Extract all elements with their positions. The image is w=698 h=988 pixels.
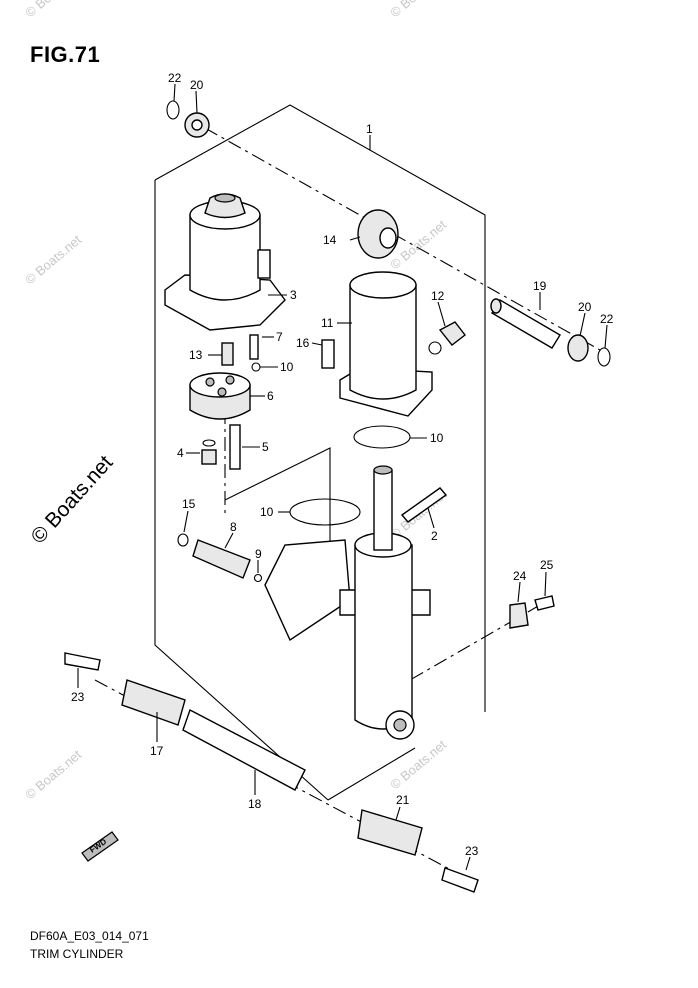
watermark: © Boats.net bbox=[387, 737, 449, 793]
callout-5: 5 bbox=[262, 440, 269, 454]
callouts: 22 20 1 14 3 19 20 22 12 11 16 7 13 10 6… bbox=[71, 71, 614, 858]
callout-25: 25 bbox=[540, 558, 554, 572]
callout-10-small: 10 bbox=[280, 360, 294, 374]
forward-direction-arrow: FWD bbox=[81, 831, 119, 862]
watermark: © Boats.net bbox=[22, 0, 84, 20]
callout-4: 4 bbox=[177, 446, 184, 460]
callout-8: 8 bbox=[230, 520, 237, 534]
callout-10-lower: 10 bbox=[260, 505, 274, 519]
diagram-name: TRIM CYLINDER bbox=[30, 947, 124, 961]
figure-title: FIG.71 bbox=[30, 42, 101, 67]
callout-22-top: 22 bbox=[168, 71, 182, 85]
small-parts bbox=[64, 100, 611, 893]
callout-9: 9 bbox=[255, 547, 262, 561]
trim-motor bbox=[164, 193, 286, 331]
trim-cylinder bbox=[264, 465, 431, 740]
callout-14: 14 bbox=[323, 233, 337, 247]
callout-15: 15 bbox=[182, 497, 196, 511]
callout-19: 19 bbox=[533, 279, 547, 293]
callout-23-left: 23 bbox=[71, 690, 85, 704]
reservoir bbox=[339, 271, 433, 417]
callout-2: 2 bbox=[431, 529, 438, 543]
watermark: © Boats.net bbox=[387, 0, 449, 20]
callout-20-top: 20 bbox=[190, 78, 204, 92]
diagram-code: DF60A_E03_014_071 bbox=[30, 929, 149, 943]
callout-13: 13 bbox=[189, 348, 203, 362]
watermark: © Boats.net bbox=[22, 232, 84, 288]
assembly-outline bbox=[154, 104, 486, 801]
callout-20-right: 20 bbox=[578, 300, 592, 314]
watermark-large: © Boats.net bbox=[27, 451, 118, 548]
callout-12: 12 bbox=[431, 289, 445, 303]
watermark: © Boats.net bbox=[22, 747, 84, 803]
callout-3: 3 bbox=[290, 288, 297, 302]
callout-17: 17 bbox=[150, 744, 164, 758]
callout-21: 21 bbox=[396, 793, 410, 807]
callout-1: 1 bbox=[366, 122, 373, 136]
callout-6: 6 bbox=[267, 389, 274, 403]
callout-10-upper: 10 bbox=[430, 431, 444, 445]
callout-24: 24 bbox=[513, 569, 527, 583]
callout-23-bottom: 23 bbox=[465, 844, 479, 858]
callout-11: 11 bbox=[321, 316, 334, 330]
callout-18: 18 bbox=[248, 797, 262, 811]
pump-body bbox=[189, 372, 251, 420]
callout-22-right: 22 bbox=[600, 312, 614, 326]
leader-lines bbox=[77, 83, 608, 871]
axis-lines bbox=[94, 127, 601, 881]
callout-7: 7 bbox=[276, 330, 283, 344]
callout-16: 16 bbox=[296, 336, 310, 350]
